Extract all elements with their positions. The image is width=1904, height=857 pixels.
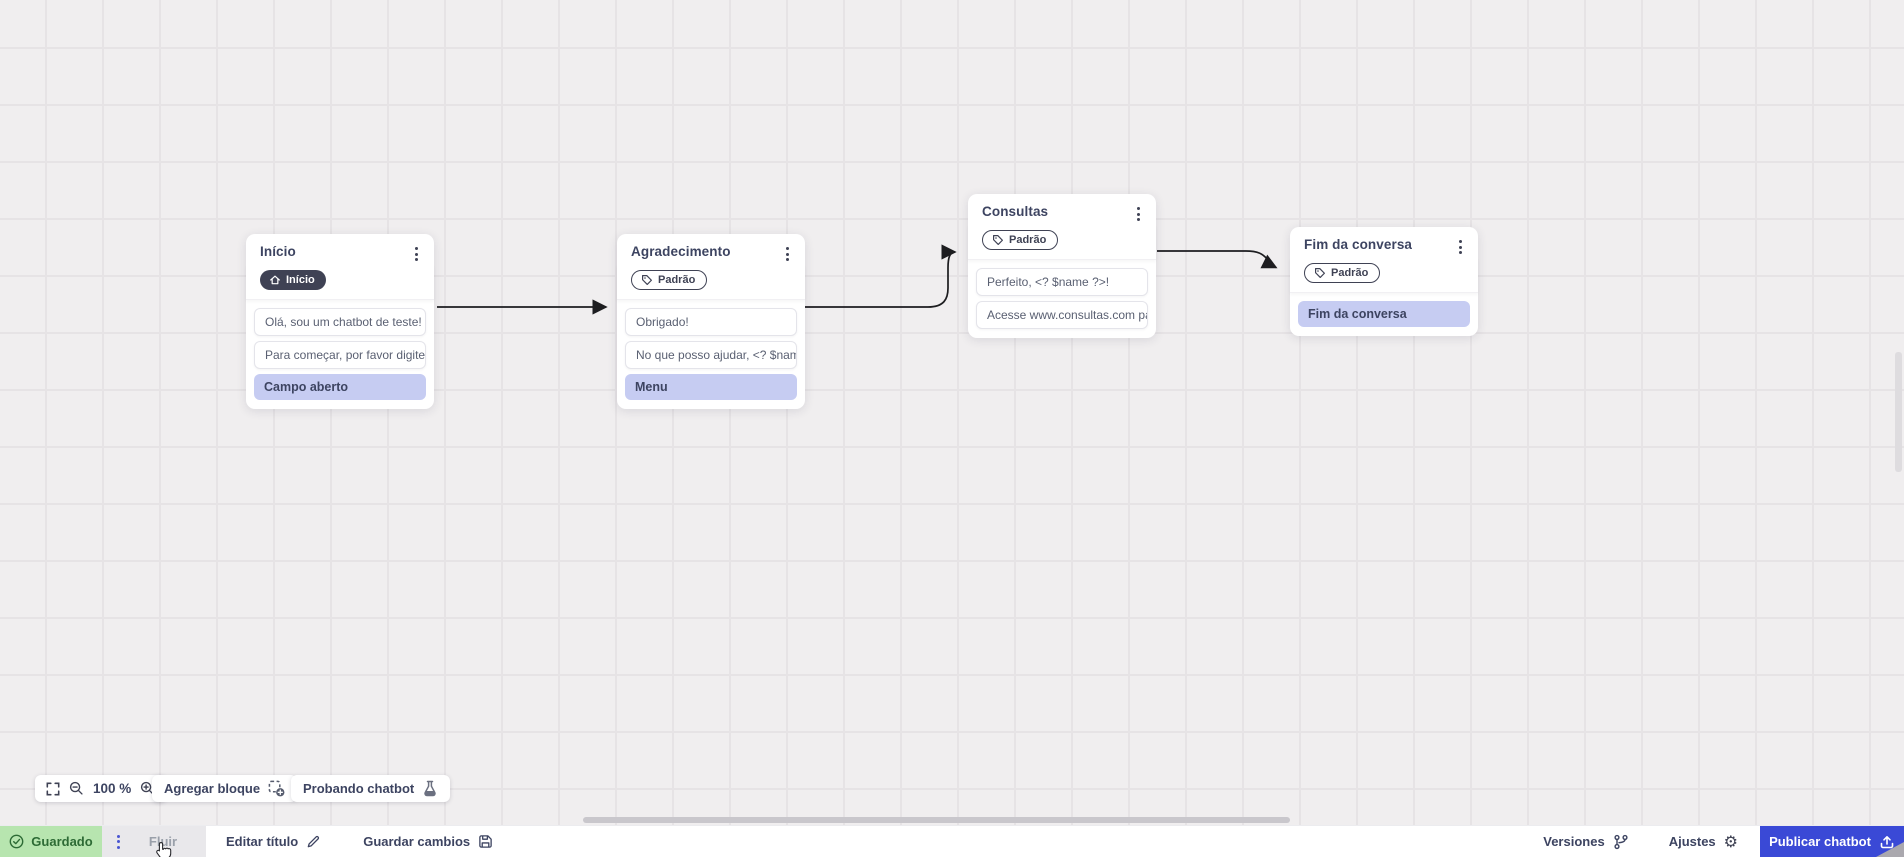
node-consultas[interactable]: Consultas Padrão Perfeito, <? $name ?>! … [968,194,1156,338]
kebab-menu-icon[interactable] [1455,237,1466,257]
versions-button[interactable]: Versiones [1543,834,1628,850]
kebab-menu-icon[interactable] [782,244,793,264]
action-block[interactable]: Campo aberto [254,374,426,400]
node-blocks: Fim da conversa [1290,293,1478,336]
node-title: Início [260,244,296,259]
default-badge: Padrão [982,230,1059,250]
flow-tab-label: Fluir [148,834,178,849]
node-header: Agradecimento [617,234,805,264]
zoom-out-icon[interactable] [69,781,84,796]
node-title: Consultas [982,204,1049,219]
action-block[interactable]: Menu [625,374,797,400]
node-title: Agradecimento [631,244,731,259]
badge-row: Início [246,264,434,300]
node-agradecimento[interactable]: Agradecimento Padrão Obrigado! No que po… [617,234,805,409]
versions-label: Versiones [1543,834,1605,849]
node-blocks: Obrigado! No que posso ajudar, <? $name … [617,300,805,409]
fit-screen-icon[interactable] [46,782,60,796]
badge-label: Padrão [1009,234,1047,246]
badge-row: Padrão [617,264,805,300]
test-chatbot-label: Probando chatbot [303,781,415,796]
connector-consultas-fim [1157,250,1278,269]
flask-icon [424,780,436,797]
pencil-icon [307,835,320,848]
tab-fluir[interactable]: Fluir [102,826,206,857]
versions-branch-icon [1614,834,1628,849]
publish-chatbot-button[interactable]: Publicar chatbot [1760,826,1904,857]
badge-row: Padrão [1290,257,1478,293]
node-blocks: Perfeito, <? $name ?>! Acesse www.consul… [968,260,1156,338]
add-block-icon [268,780,285,797]
badge-label: Padrão [1331,267,1369,279]
badge-label: Início [286,274,315,286]
default-badge: Padrão [631,270,708,290]
node-header: Início [246,234,434,264]
home-icon [270,275,280,285]
edit-title-button[interactable]: Editar título [226,834,321,849]
flow-menu-icon[interactable] [102,831,120,853]
vertical-scrollbar[interactable] [1895,352,1902,472]
kebab-menu-icon[interactable] [1133,204,1144,224]
connector-agradecimento-consultas [805,244,957,308]
message-block[interactable]: Para começar, por favor digite o ... [254,341,426,369]
zoom-level: 100 % [93,781,132,796]
node-inicio[interactable]: Início Início Olá, sou um chatbot de tes… [246,234,434,409]
tag-icon [1315,268,1325,278]
tag-icon [993,235,1003,245]
start-badge: Início [260,270,326,290]
kebab-menu-icon[interactable] [411,244,422,264]
message-block[interactable]: Olá, sou um chatbot de teste! [254,308,426,336]
add-block-label: Agregar bloque [164,781,261,796]
gear-icon: ⚙ [1723,831,1738,851]
action-block[interactable]: Fim da conversa [1298,301,1470,327]
horizontal-scrollbar[interactable] [583,817,1290,823]
status-bar: Guardado Fluir Editar título Guardar cam… [0,825,1904,857]
message-block[interactable]: Perfeito, <? $name ?>! [976,268,1148,296]
check-circle-icon [9,834,24,849]
message-block[interactable]: Obrigado! [625,308,797,336]
badge-label: Padrão [658,274,696,286]
node-header: Fim da conversa [1290,227,1478,257]
saved-label: Guardado [31,834,93,849]
tag-icon [642,275,652,285]
message-block[interactable]: No que posso ajudar, <? $name ... [625,341,797,369]
node-title: Fim da conversa [1304,237,1413,252]
publish-label: Publicar chatbot [1769,834,1871,849]
settings-label: Ajustes [1668,834,1716,849]
node-header: Consultas [968,194,1156,224]
edit-title-label: Editar título [226,834,299,849]
save-icon [479,835,492,848]
corner-fold [1876,842,1904,857]
save-changes-label: Guardar cambios [363,834,471,849]
settings-button[interactable]: Ajustes ⚙ [1668,831,1738,851]
add-block-button[interactable]: Agregar bloque [152,775,298,802]
test-chatbot-button[interactable]: Probando chatbot [291,775,451,802]
default-badge: Padrão [1304,263,1381,283]
badge-row: Padrão [968,224,1156,260]
saved-status-badge: Guardado [0,826,102,857]
zoom-panel: 100 % [35,775,167,802]
message-block[interactable]: Acesse www.consultas.com par... [976,301,1148,329]
node-blocks: Olá, sou um chatbot de teste! Para começ… [246,300,434,409]
node-fim-da-conversa[interactable]: Fim da conversa Padrão Fim da conversa [1290,227,1478,336]
save-changes-button[interactable]: Guardar cambios [363,834,493,849]
